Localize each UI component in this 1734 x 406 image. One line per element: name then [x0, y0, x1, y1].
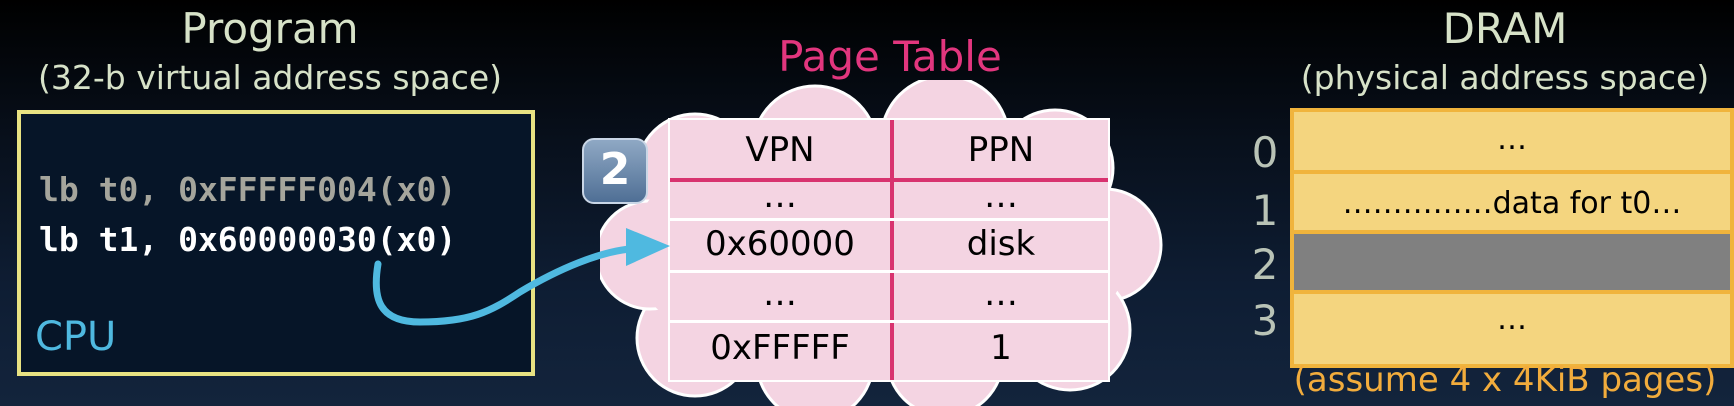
dram-divider: [1294, 170, 1730, 174]
dram-page-2: [1294, 230, 1730, 294]
row-divider: [670, 320, 1108, 323]
dram-index: 0: [1251, 128, 1279, 177]
header-divider: [670, 178, 1108, 182]
code-line-current: lb t1, 0x60000030(x0): [39, 220, 457, 259]
column-divider: [890, 120, 894, 380]
ppn-cell: 1: [990, 328, 1012, 368]
code-line: lb t0, 0xFFFFF004(x0): [39, 170, 457, 209]
ppn-cell: …: [984, 176, 1018, 216]
ppn-cell: …: [984, 274, 1018, 314]
dram-index: 1: [1251, 186, 1279, 235]
cpu-box: lb t0, 0xFFFFF004(x0) lb t1, 0x60000030(…: [17, 110, 535, 376]
header-vpn: VPN: [745, 130, 815, 170]
dram-subtitle: (physical address space): [1300, 58, 1710, 97]
header-ppn: PPN: [967, 130, 1035, 170]
vpn-cell: …: [763, 176, 797, 216]
row-divider: [670, 218, 1108, 221]
vpn-cell: 0x60000: [705, 224, 855, 264]
program-subtitle: (32-b virtual address space): [37, 58, 503, 97]
row-divider: [670, 270, 1108, 273]
ppn-cell: disk: [966, 224, 1036, 264]
dram-block: … ……………data for t0… …: [1290, 108, 1734, 368]
dram-index: 2: [1251, 240, 1279, 289]
step-badge: 2: [582, 138, 648, 204]
dram-page-0: …: [1497, 122, 1527, 157]
dram-index: 3: [1251, 296, 1279, 345]
vpn-cell: 0xFFFFF: [710, 328, 850, 368]
page-table-title: Page Table: [778, 32, 1002, 81]
cpu-label: CPU: [35, 314, 117, 360]
dram-page-3: …: [1497, 302, 1527, 337]
vpn-cell: …: [763, 274, 797, 314]
dram-page-1: ……………data for t0…: [1342, 186, 1682, 221]
program-title: Program: [181, 4, 359, 53]
dram-footnote: (assume 4 x 4KiB pages): [1293, 360, 1717, 400]
page-table: VPN PPN … … 0x60000 disk … … 0xFFFFF 1: [668, 118, 1110, 382]
dram-title: DRAM: [1442, 4, 1568, 53]
